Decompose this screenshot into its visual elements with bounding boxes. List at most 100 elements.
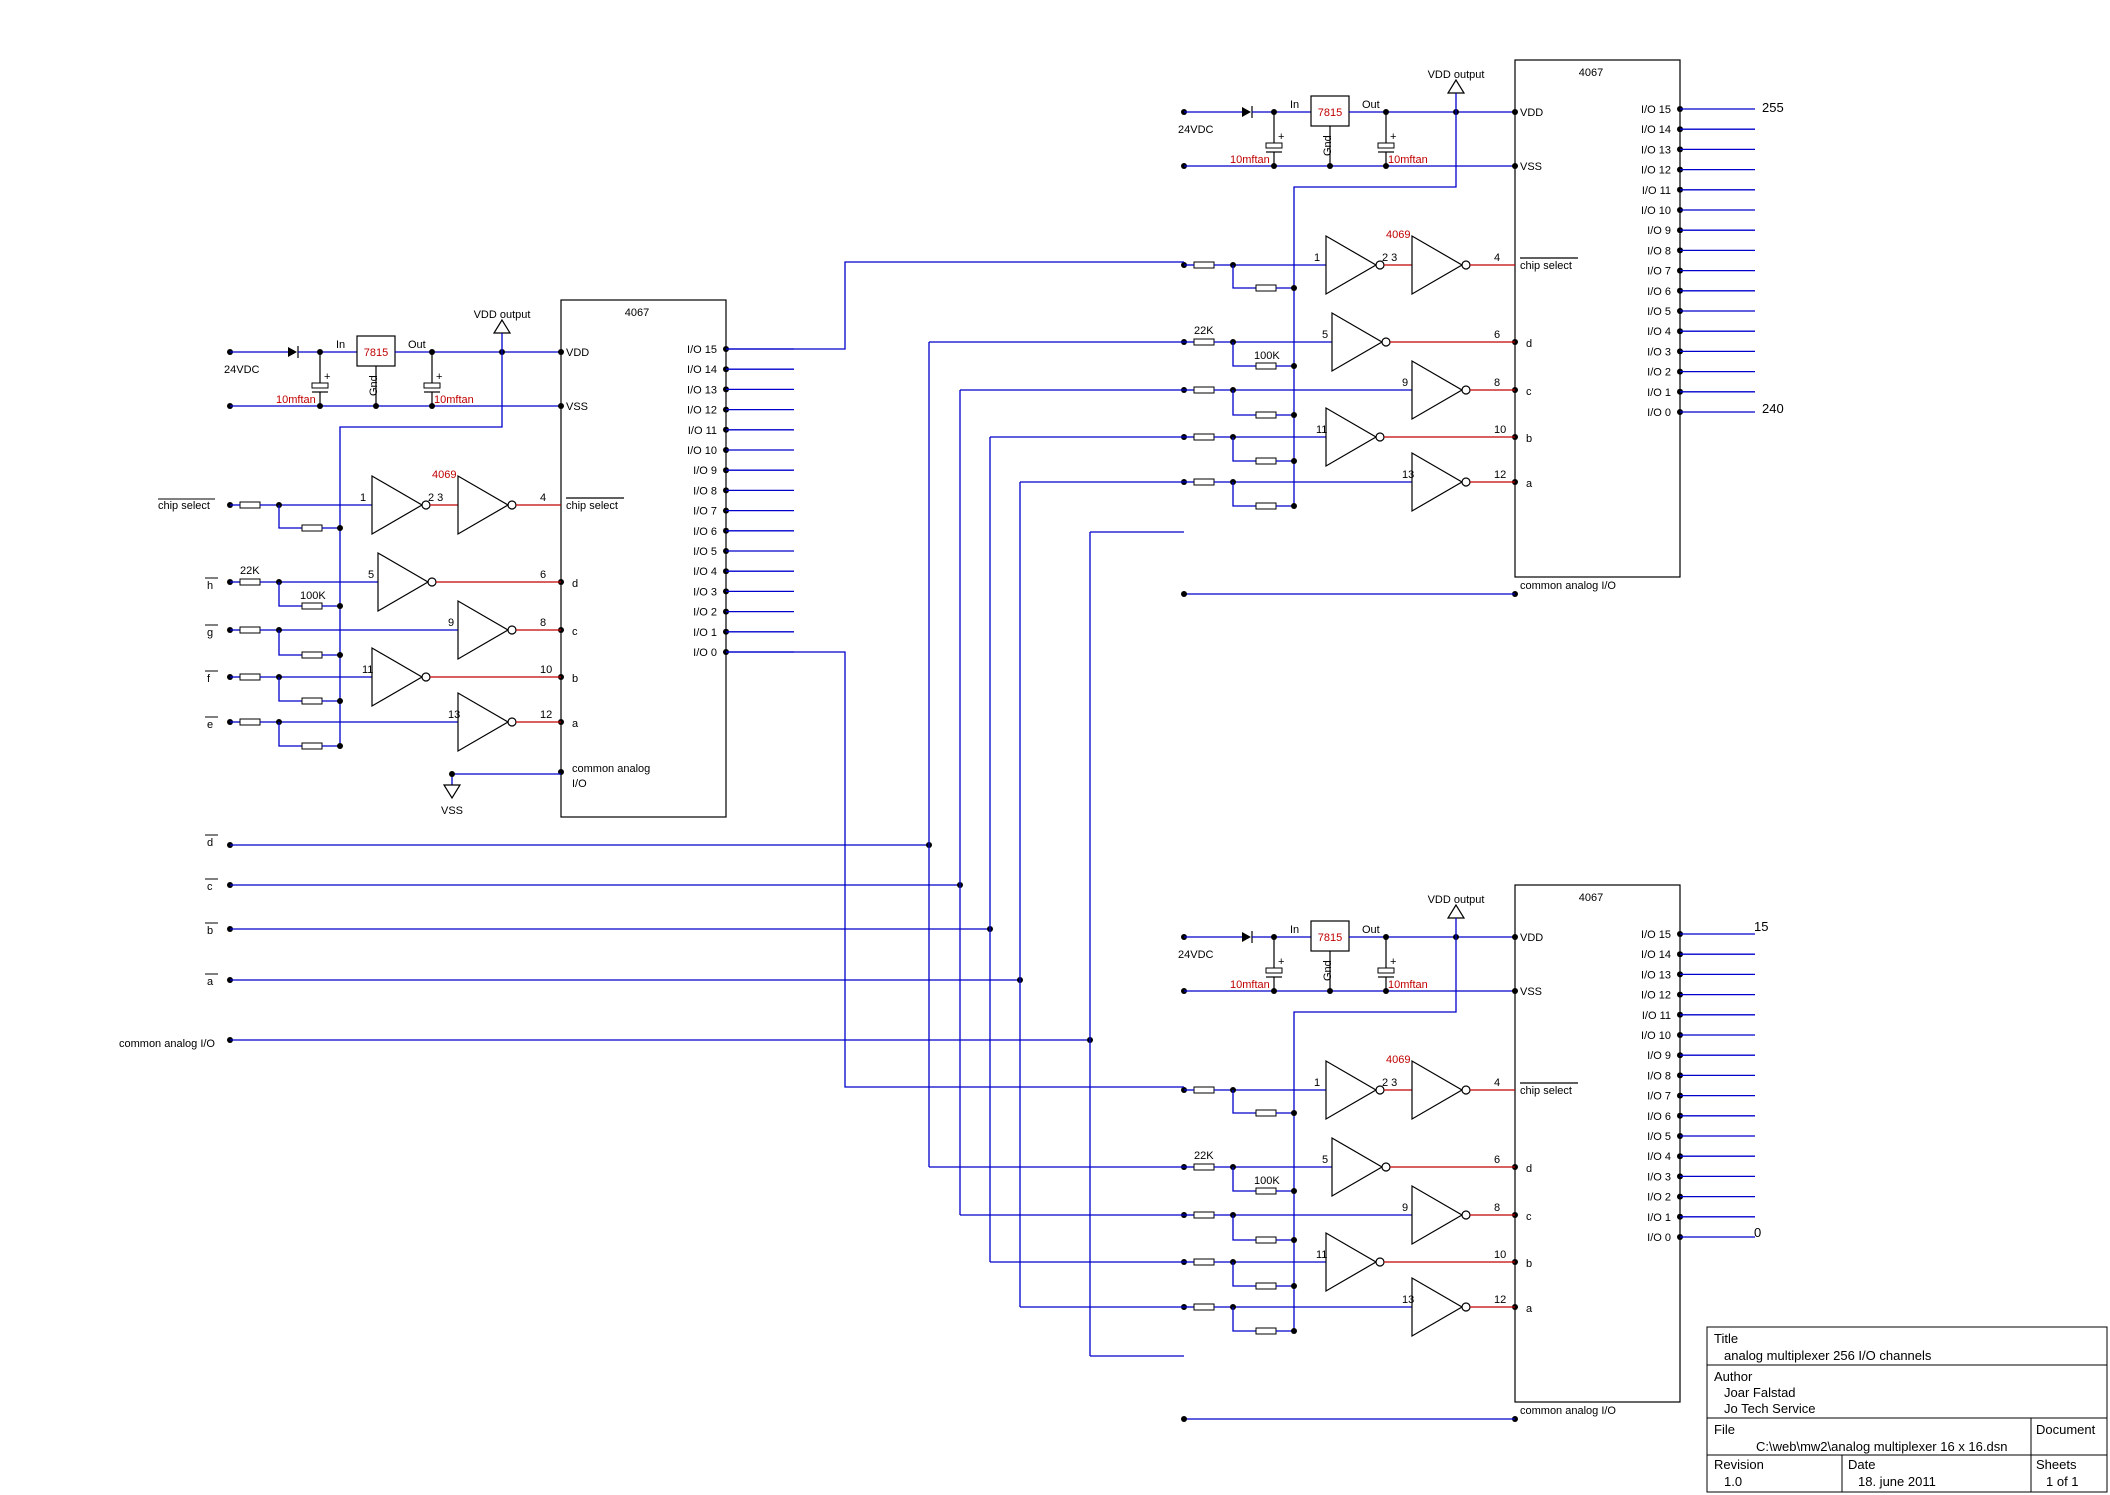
inverter-chip-label: 4069 — [1386, 229, 1410, 241]
wire — [1293, 93, 1457, 505]
mux-io-pin: I/O 9 — [1647, 225, 1671, 237]
resistor-100k-label: 100K — [1254, 1175, 1280, 1187]
resistor — [301, 602, 323, 610]
vdd-arrow-symbol — [492, 318, 512, 334]
wire — [1232, 390, 1256, 416]
mux-io-pin: I/O 10 — [1641, 1030, 1671, 1042]
junction-dot — [337, 525, 343, 531]
mux-io-pin: I/O 4 — [1647, 326, 1671, 338]
mux-io-pin: I/O 13 — [687, 384, 717, 396]
regulator-label: 7815 — [364, 347, 388, 359]
inverter-2 — [1411, 1059, 1464, 1121]
junction-dot — [1291, 363, 1297, 369]
inverter-1 — [1325, 1059, 1378, 1121]
mux-io-pin: I/O 14 — [1641, 949, 1671, 961]
mux-io-pin: I/O 9 — [693, 465, 717, 477]
mux-4067 — [560, 299, 727, 818]
inv-pin-in: 5 — [368, 569, 374, 581]
wire — [278, 677, 302, 702]
resistor — [301, 651, 323, 659]
junction-dot — [1512, 988, 1518, 994]
inv-pin-out: 12 — [1494, 1294, 1506, 1306]
resistor — [1193, 478, 1215, 486]
junction-dot — [1512, 109, 1518, 115]
inverter-4 — [1411, 359, 1464, 421]
junction-dot — [1291, 412, 1297, 418]
cap-label-2: 10mftan — [434, 394, 474, 406]
inv-pin-out: 6 — [540, 569, 546, 581]
regulator-out-label: Out — [1362, 99, 1380, 111]
bus-label-b: b — [207, 925, 213, 937]
resistor — [1255, 1236, 1277, 1244]
capacitor-plus-label: + — [324, 371, 330, 383]
capacitor — [1377, 142, 1395, 149]
inverter-5 — [371, 646, 424, 708]
inv-pin-out: 10 — [1494, 1249, 1506, 1261]
mux-io-pin: I/O 10 — [1641, 205, 1671, 217]
inverter-2 — [457, 474, 510, 536]
inverter-bubble — [1375, 1257, 1385, 1267]
junction-dot — [1327, 988, 1333, 994]
inv-pin-in: 5 — [1322, 329, 1328, 341]
diode-symbol — [288, 347, 297, 357]
inv-pin-in: 5 — [1322, 1154, 1328, 1166]
capacitor-plus-label: + — [1278, 956, 1284, 968]
mux-io-pin: I/O 12 — [687, 405, 717, 417]
wire — [1232, 342, 1256, 367]
file-label: File — [1714, 1422, 1735, 1437]
inverter-bubble — [1461, 1085, 1471, 1095]
inverter-bubble — [427, 577, 437, 587]
wire — [1232, 1262, 1256, 1287]
mux-io-pin: I/O 13 — [1641, 144, 1671, 156]
junction-dot — [337, 743, 343, 749]
resistor — [1255, 1109, 1277, 1117]
mux-io-pin: I/O 7 — [693, 506, 717, 518]
mux-vss-pin: VSS — [566, 401, 588, 413]
resistor-22k-label: 22K — [1194, 1150, 1214, 1162]
inv-pin-out: 8 — [1494, 377, 1500, 389]
junction-dot — [1327, 163, 1333, 169]
bus-input-labels: d c b a common analog I/O — [119, 834, 218, 1050]
bus-label-common: common analog I/O — [119, 1038, 215, 1050]
regulator-out-label: Out — [1362, 924, 1380, 936]
inv-pin-in: 13 — [1402, 1294, 1414, 1306]
resistor — [1193, 338, 1215, 346]
mux-pin-c: c — [572, 626, 578, 638]
junction-dot — [1512, 934, 1518, 940]
inverter-bubble — [1375, 432, 1385, 442]
resistor — [1255, 502, 1277, 510]
revision-label: Revision — [1714, 1457, 1764, 1472]
wire — [1232, 1215, 1256, 1241]
title-label: Title — [1714, 1331, 1738, 1346]
inverter-5 — [1325, 1231, 1378, 1293]
resistor — [239, 626, 261, 634]
output-label-255: 255 — [1762, 100, 1784, 115]
resistor — [1255, 362, 1277, 370]
date-label: Date — [1848, 1457, 1875, 1472]
regulator-in-label: In — [1290, 924, 1299, 936]
mux-chip-label: 4067 — [1579, 892, 1603, 904]
inv-pin-1: 1 — [1314, 252, 1320, 264]
inverter-4 — [457, 599, 510, 661]
mux-io-pin: I/O 13 — [1641, 969, 1671, 981]
resistor — [301, 742, 323, 750]
mux-io-pin: I/O 15 — [687, 344, 717, 356]
capacitor-plus-label: + — [1390, 956, 1396, 968]
output-label-15: 15 — [1754, 919, 1768, 934]
resistor — [1193, 1258, 1215, 1266]
inverter-2 — [1411, 234, 1464, 296]
mux-chip-label: 4067 — [1579, 67, 1603, 79]
resistor — [1255, 411, 1277, 419]
cap-label-2: 10mftan — [1388, 979, 1428, 991]
inv-pin-23: 2 3 — [1382, 1077, 1397, 1089]
wire — [1232, 1090, 1256, 1114]
inv-pin-in: 9 — [1402, 1202, 1408, 1214]
junction-dot — [1291, 285, 1297, 291]
inverter-5 — [1325, 406, 1378, 468]
mux-io-pin: I/O 15 — [1641, 104, 1671, 116]
wire — [1232, 437, 1256, 462]
mux-vdd-pin: VDD — [1520, 932, 1543, 944]
wire — [1293, 918, 1457, 1330]
